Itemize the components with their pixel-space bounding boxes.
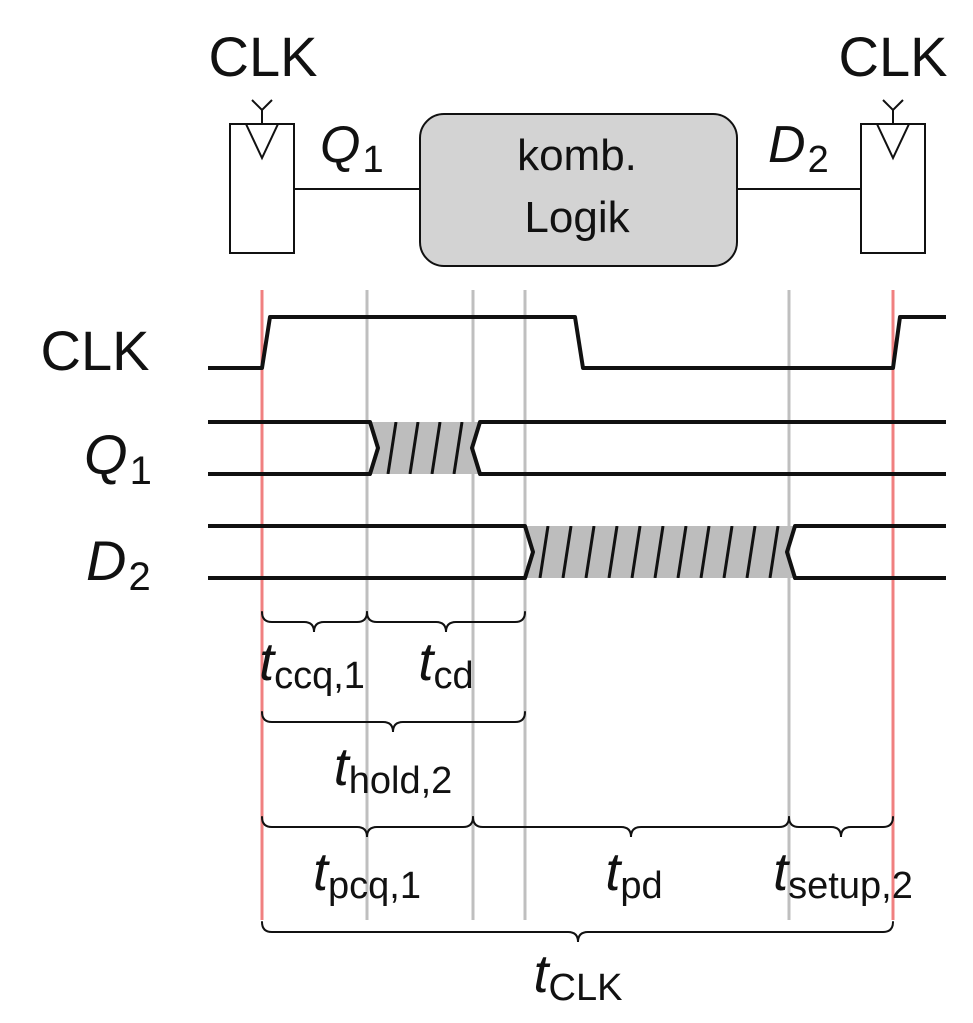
brace-tpcq	[261, 816, 474, 838]
brace-thold	[261, 711, 526, 733]
label-tclk: tCLK	[534, 944, 623, 1009]
d2-waveform	[208, 524, 946, 580]
brace-tpd	[472, 816, 790, 838]
flip-flop-right	[860, 99, 926, 254]
q1-wire-label: Q1	[320, 116, 384, 181]
clk-signal-label: CLK	[41, 319, 150, 382]
label-tccq: tccq,1	[259, 632, 365, 697]
d2-wire-label: D2	[768, 116, 829, 181]
brace-tccq	[261, 611, 368, 633]
q1-waveform	[208, 420, 946, 476]
q1-transition-region	[370, 422, 480, 474]
label-tpcq: tpcq,1	[313, 842, 421, 907]
time-markers	[260, 290, 895, 920]
clk-waveform	[208, 315, 946, 370]
q1-signal-label: Q1	[84, 423, 152, 493]
braces	[261, 611, 894, 943]
brace-tclk	[261, 921, 894, 943]
brace-tsetup	[788, 816, 894, 838]
clk-left-label: CLK	[209, 25, 318, 88]
flip-flop-left	[229, 99, 295, 254]
antenna-icon	[251, 99, 273, 112]
label-tpd: tpd	[605, 842, 662, 907]
clk-right-label: CLK	[839, 25, 948, 88]
logic-label-line1: komb.	[517, 131, 637, 180]
logic-label-line2: Logik	[524, 193, 630, 242]
brace-tcd	[366, 611, 526, 633]
label-tcd: tcd	[418, 632, 473, 697]
d2-signal-label: D2	[86, 529, 151, 599]
label-tsetup: tsetup,2	[773, 842, 913, 907]
label-thold: thold,2	[334, 737, 453, 802]
antenna-icon	[882, 99, 904, 112]
circuit: CLK CLK komb. Logik Q1 D2	[209, 25, 948, 267]
logic-block	[419, 113, 738, 267]
